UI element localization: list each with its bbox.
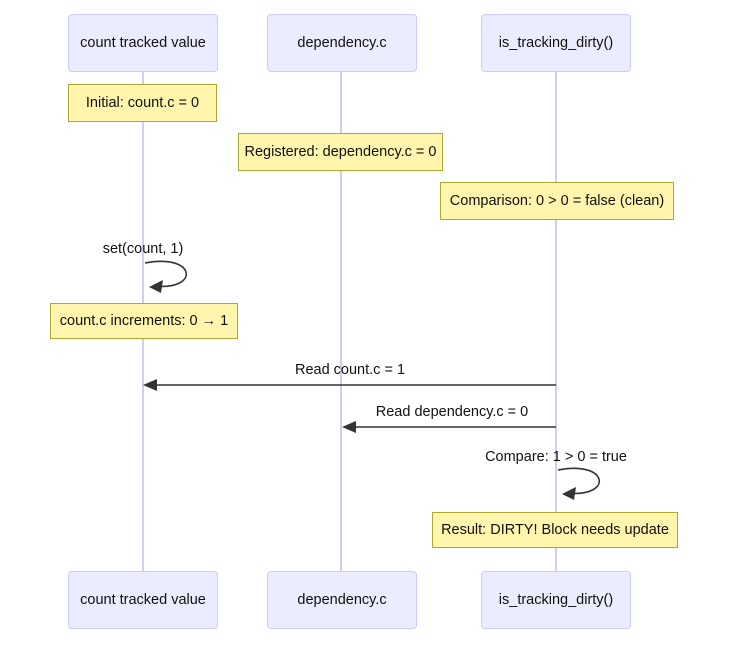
actor-top-is-tracking-dirty: is_tracking_dirty()	[481, 14, 631, 72]
message-label-set-count: set(count, 1)	[102, 241, 184, 257]
note-comparison-clean: Comparison: 0 > 0 = false (clean)	[440, 182, 674, 220]
actor-label: dependency.c	[297, 592, 387, 608]
message-label-read-dependency: Read dependency.c = 0	[375, 404, 529, 420]
lifeline-dependency-c	[340, 72, 342, 571]
actor-label: is_tracking_dirty()	[498, 592, 614, 608]
actor-top-count-tracked-value: count tracked value	[68, 14, 218, 72]
message-label-read-count: Read count.c = 1	[294, 362, 406, 378]
actor-top-dependency-c: dependency.c	[267, 14, 417, 72]
actor-label: is_tracking_dirty()	[498, 35, 614, 51]
note-initial-count: Initial: count.c = 0	[68, 84, 217, 122]
note-text: Registered: dependency.c = 0	[244, 144, 437, 160]
actor-bottom-dependency-c: dependency.c	[267, 571, 417, 629]
self-loop-set-count	[144, 260, 187, 288]
actor-label: count tracked value	[80, 35, 206, 51]
self-loop-compare	[557, 467, 600, 495]
lifeline-is-tracking-dirty	[555, 72, 557, 571]
self-loop-set-count-arrowhead	[149, 280, 163, 293]
message-arrowhead-read-dependency	[342, 421, 356, 433]
note-text: Comparison: 0 > 0 = false (clean)	[449, 193, 665, 209]
note-text: Initial: count.c = 0	[85, 95, 200, 111]
note-registered-dependency: Registered: dependency.c = 0	[238, 133, 443, 171]
note-text: count.c increments: 0 → 1	[59, 313, 229, 329]
actor-bottom-is-tracking-dirty: is_tracking_dirty()	[481, 571, 631, 629]
message-arrowhead-read-count	[143, 379, 157, 391]
note-count-increments: count.c increments: 0 → 1	[50, 303, 238, 339]
note-text: Result: DIRTY! Block needs update	[441, 522, 669, 538]
actor-bottom-count-tracked-value: count tracked value	[68, 571, 218, 629]
note-result-dirty: Result: DIRTY! Block needs update	[432, 512, 678, 548]
actor-label: dependency.c	[297, 35, 387, 51]
self-loop-compare-arrowhead	[562, 487, 576, 500]
message-label-compare: Compare: 1 > 0 = true	[485, 449, 627, 465]
actor-label: count tracked value	[80, 592, 206, 608]
